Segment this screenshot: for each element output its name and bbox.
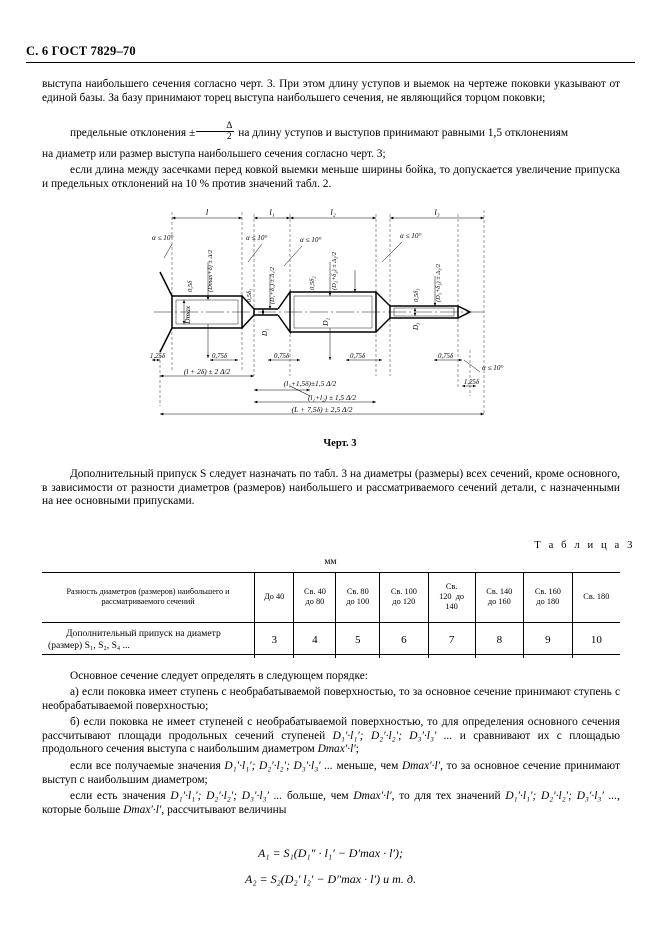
- tolerance-text-before: предельные отклонения ±: [70, 126, 196, 139]
- table-row: Дополнительный припуск на диаметр (разме…: [42, 622, 620, 658]
- dim-label-l3: l₃: [434, 207, 439, 217]
- table-label: Т а б л и ц а 3: [534, 540, 635, 551]
- table-cell-value-3: 5: [335, 622, 381, 658]
- if-greater-text-5: , рассчитывают величины: [161, 803, 287, 816]
- paragraph-if-some-greater: если есть значения D₁′·l₁′; D₂′·l₂′; D₃′…: [42, 790, 620, 817]
- stepped-shaft-drawing: l l₁ l₂ l₃ α ≤ 10° α ≤ 10° α ≤ 10° α ≤ 1…: [150, 207, 503, 416]
- table-col-header-1: До 40: [253, 572, 295, 622]
- diameter-label-d3: D₃: [412, 322, 420, 331]
- angle-callout-5: α ≤ 10°: [482, 364, 503, 372]
- tolerance-label-d1: (D₁+δ₁) ± Δ₁/2: [269, 267, 276, 304]
- symbol-dmax-l: Dmax′·l′: [317, 743, 356, 756]
- bottom-allowance-5: 0,75δ: [438, 353, 454, 360]
- chain-label-3: (l₁+l₂) ± 1,5 Δ/2: [308, 393, 356, 402]
- diameter-label-d2: D₂: [321, 318, 330, 327]
- angle-callout-2: α ≤ 10°: [246, 234, 267, 242]
- table-row: Разность диаметров (размеров) наибольшег…: [42, 572, 620, 622]
- table-cell-value-2: 4: [293, 622, 337, 658]
- tolerance-label-d3: (D₃+δ₃) ± Δ₃/2: [435, 263, 442, 302]
- bottom-allowance-3: 0,75δ: [274, 353, 290, 360]
- symbol-dmax-l-3: Dmax′·l′: [353, 790, 392, 802]
- symbol-dmax-l-2: Dmax′·l′: [401, 760, 441, 772]
- fraction-denominator: 2: [196, 130, 235, 142]
- item-b-text-1: б) если поковка не имеет ступеней с необ…: [42, 716, 620, 742]
- table-cell-value-6: 8: [474, 622, 525, 658]
- figure-caption: Черт. 3: [323, 438, 357, 449]
- paragraph-item-b: б) если поковка не имеет ступеней с необ…: [42, 716, 621, 756]
- dim-label-l2: l₂: [330, 207, 335, 217]
- bottom-allowance-4: 0,75δ: [350, 353, 366, 360]
- bottom-allowance-2: 0,75δ: [212, 353, 228, 360]
- allowance-label-05d-4: 0,5δ₃: [413, 288, 420, 302]
- fraction-numerator: Δ: [226, 120, 233, 131]
- table-bottom-border: [42, 654, 620, 655]
- diameter-label-dmax: Dmax: [183, 305, 192, 325]
- formula-a2: A₂ = S₂(D₂′ l₂′ − D″max · l′) и т. д.: [245, 872, 416, 886]
- if-all-less-text-1: если все получаемые значения: [70, 760, 225, 772]
- angle-callout-1: α ≤ 10°: [152, 234, 173, 242]
- paragraph-additional-allowance: Дополнительный припуск S следует назнача…: [42, 468, 620, 508]
- dim-label-l: l: [206, 207, 209, 217]
- table-cell-value-7: 9: [523, 622, 573, 658]
- table-cell-value-4: 6: [379, 622, 429, 658]
- table-additional-allowance: Разность диаметров (размеров) наибольшег…: [42, 572, 620, 658]
- diameter-label-d1: D₁: [261, 329, 269, 338]
- paragraph-item-a: а) если поковка имеет ступень с необраба…: [42, 686, 620, 712]
- tolerance-text-after: на длину уступов и выступов принимают ра…: [238, 126, 569, 139]
- angle-callout-4: α ≤ 10°: [400, 232, 421, 240]
- symbol-group-d-l-3: D₁′·l₁′; D₂′·l₂′; D₃′·l₃′ ...: [170, 790, 283, 802]
- symbol-group-d-l: D₁′·l₁′; D₂′·l₂′; D₃′·l₃′ ...: [332, 729, 453, 742]
- if-all-less-text-3: , то за основное сечение принимают высту…: [42, 760, 620, 786]
- table-col-header-8: Св. 180: [571, 572, 620, 622]
- page-header: С. 6 ГОСТ 7829–70: [26, 44, 136, 58]
- tolerance-label-d2: (D₂+δ₂) ± Δ₂/2: [331, 251, 338, 290]
- if-greater-text-4: , которые больше: [42, 790, 620, 816]
- if-greater-text-2: больше, чем: [282, 790, 354, 802]
- symbol-group-d-l-2: D₁′·l₁′; D₂′·l₂′; D₃′·l₃′ ...: [224, 760, 333, 772]
- paragraph-tolerance-line2: на диаметр или размер выступа наибольшег…: [42, 148, 386, 160]
- allowance-label-05d-2: 0,5δ₁: [246, 289, 253, 302]
- chain-label-1: (l + 2δ) ± 2 Δ/2: [184, 367, 230, 376]
- symbol-group-d-l-4: D₁′·l₁′; D₂′·l₂′; D₃′·l₃′ ...: [505, 790, 618, 802]
- bottom-allowance-6: 1,25δ: [464, 379, 480, 386]
- angle-callout-3: α ≤ 10°: [300, 236, 321, 244]
- paragraph-if-all-less: если все получаемые значения D₁′·l₁′; D₂…: [42, 760, 620, 787]
- if-greater-text-3: , то для тех значений: [391, 790, 506, 802]
- allowance-label-05d-3: 0,5δ₂: [309, 276, 316, 290]
- paragraph-main-section-order: Основное сечение следует определять в сл…: [70, 670, 368, 682]
- item-b-text-2: и сравнивают их с площадью продольного с…: [42, 729, 621, 756]
- table-row-header-2: Дополнительный припуск на диаметр (разме…: [42, 622, 255, 658]
- paragraph-notch-width: если длина между засечками перед ковкой …: [42, 164, 620, 190]
- if-greater-text-1: если есть значения: [70, 790, 171, 802]
- table-unit: мм: [324, 556, 337, 567]
- table-cell-value-1: 3: [253, 622, 295, 658]
- table-cell-value-5: 7: [427, 622, 476, 658]
- tolerance-label-dmax: (Dmax+δ) ± Δ/2: [207, 249, 214, 292]
- dim-label-l1: l₁: [269, 207, 274, 217]
- symbol-dmax-l-4: Dmax′·l′: [123, 803, 162, 816]
- technical-drawing-figure: l l₁ l₂ l₃ α ≤ 10° α ≤ 10° α ≤ 10° α ≤ 1…: [150, 200, 530, 449]
- table-row-header-1: Разность диаметров (размеров) наибольшег…: [42, 572, 255, 622]
- table-cell-value-8: 10: [571, 622, 620, 658]
- if-all-less-text-2: меньше, чем: [332, 760, 402, 772]
- table-header-divider: [42, 622, 620, 623]
- header-rule: [26, 62, 635, 63]
- chain-label-4: (L + 7,5δ) ± 2,5 Δ/2: [292, 405, 353, 414]
- allowance-label-05d-1: 0,5δ: [187, 280, 194, 292]
- bottom-allowance-1: 1,25δ: [150, 353, 166, 360]
- formula-a1: A₁ = S₁(D₁″ · l₁′ − D′max · l′);: [257, 846, 404, 860]
- paragraph-continuation: выступа наибольшего сечения согласно чер…: [42, 78, 620, 104]
- chain-label-2: (l₁+1,5δ)±1,5 Δ/2: [284, 379, 337, 388]
